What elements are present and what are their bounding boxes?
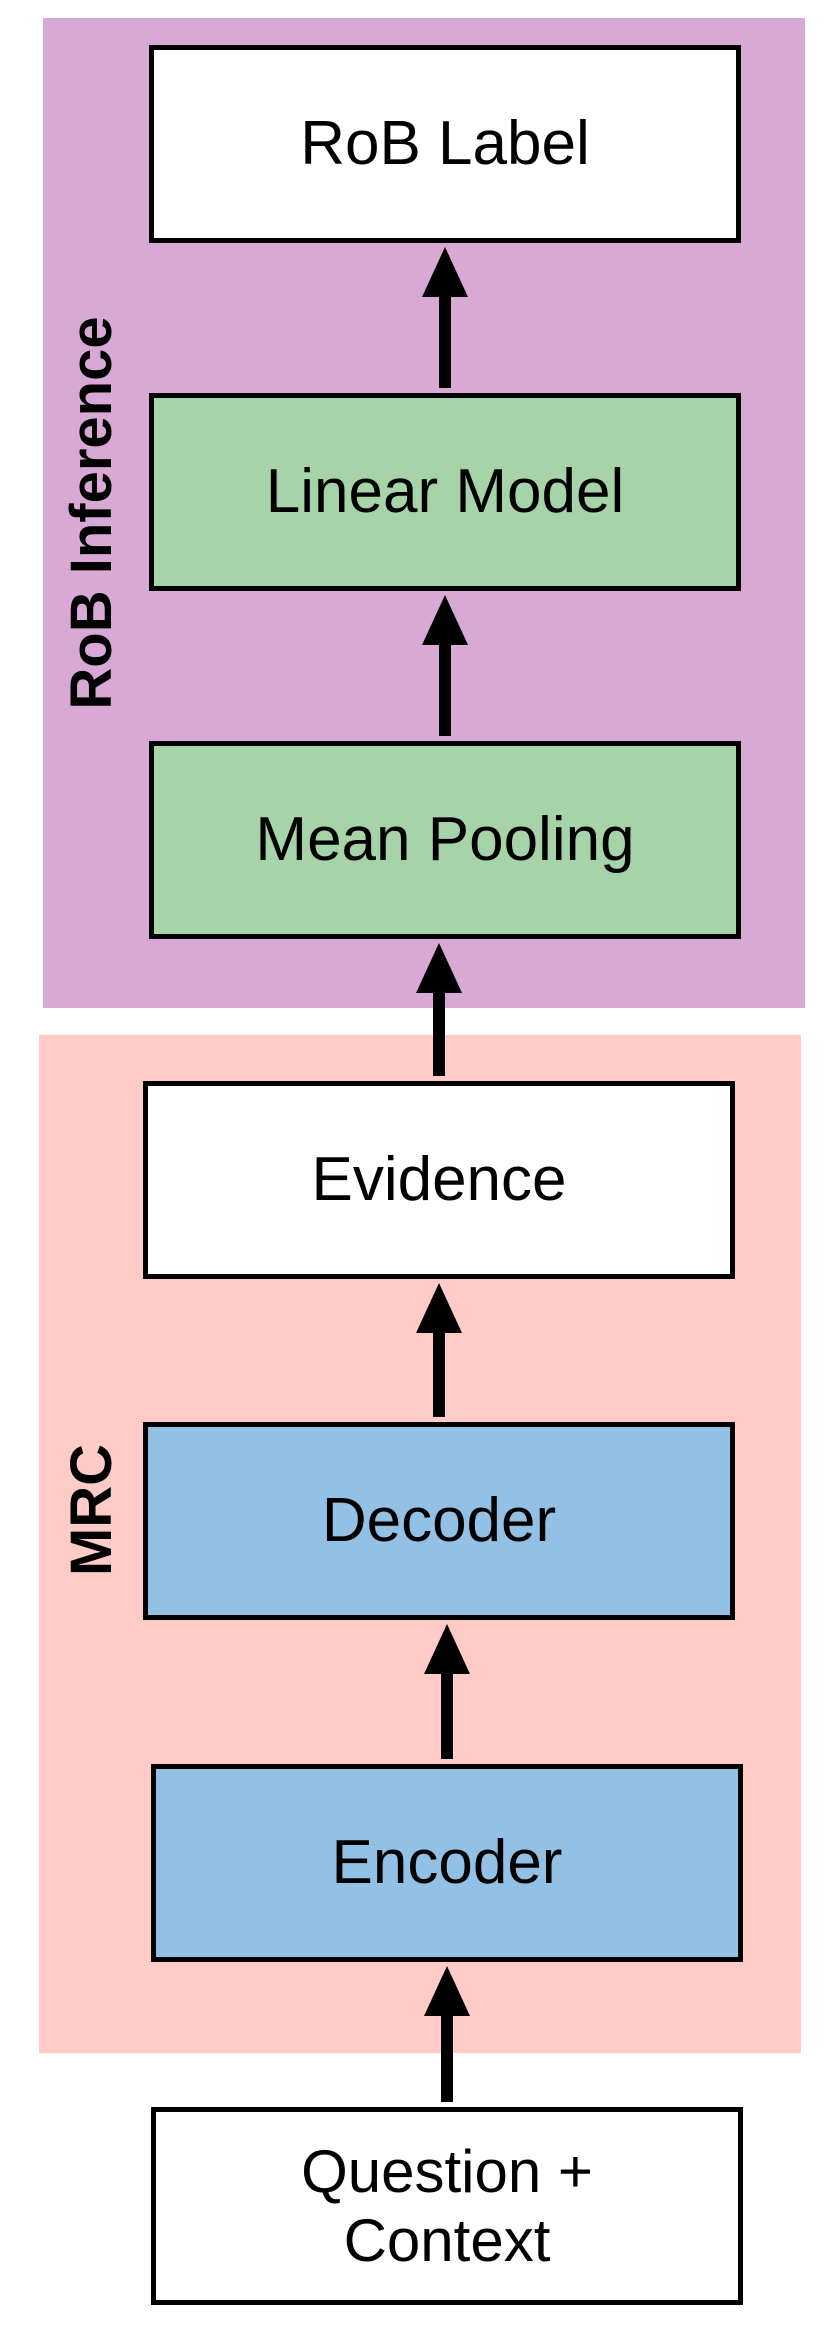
encoder-node: Encoder [151,1764,743,1962]
rob-label-node: RoB Label [149,45,741,243]
linear-model-node: Linear Model [149,393,741,591]
decoder-node: Decoder [143,1422,735,1620]
question-context-node: Question + Context [151,2107,743,2305]
rob-inference-label: RoB Inference [59,316,124,710]
mean-pooling-node: Mean Pooling [149,741,741,939]
evidence-node: Evidence [143,1081,735,1279]
mrc-label: MRC [59,1443,124,1577]
